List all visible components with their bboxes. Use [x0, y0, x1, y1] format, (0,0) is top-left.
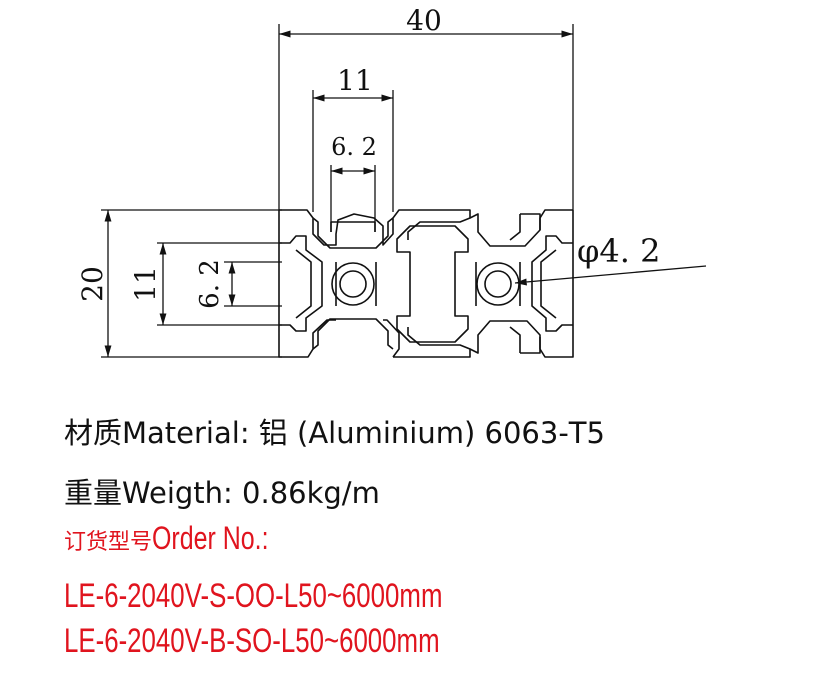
weight-spec: 重量Weigth: 0.86kg/m: [64, 476, 380, 510]
dimension-lines: [104, 30, 707, 357]
dim-height-20: 20: [76, 266, 109, 302]
dim-width-40: 40: [406, 4, 442, 37]
dim-hole-diameter: φ4. 2: [577, 232, 660, 270]
order-heading-en: Order No.:: [152, 520, 269, 556]
dim-slot-width-11: 11: [337, 64, 373, 97]
dim-slot-opening-6-2: 6. 2: [331, 133, 377, 161]
profile-drawing: 40 11 6. 2 20 11 6. 2 φ4. 2: [76, 4, 707, 358]
order-heading-cn: 订货型号: [64, 529, 153, 554]
dim-side-slot-11: 11: [129, 266, 162, 302]
order-code-slot-so: LE-6-2040V-B-SO-L50~6000mm: [64, 622, 440, 660]
order-number-heading: 订货型号Order No.:: [64, 520, 301, 557]
profile-outline: [278, 209, 574, 358]
material-spec: 材质Material: 铝 (Aluminium) 6063-T5: [64, 416, 605, 450]
dim-side-opening-6-2: 6. 2: [195, 259, 225, 309]
order-code-slot-oo: LE-6-2040V-S-OO-L50~6000mm: [64, 577, 443, 615]
